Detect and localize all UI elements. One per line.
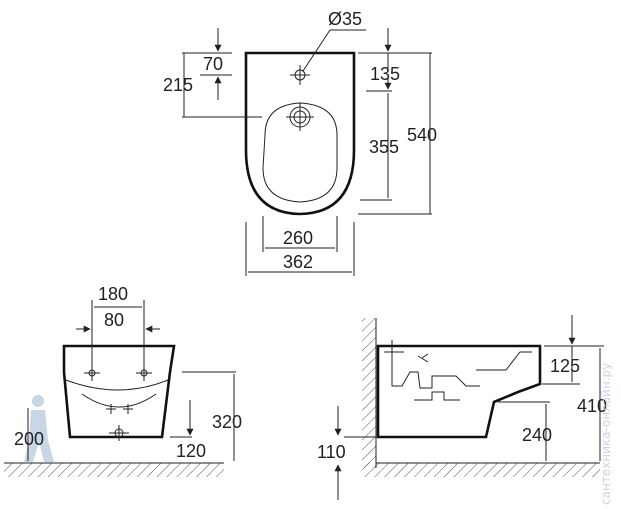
side-view-wall <box>362 318 376 468</box>
front-view-holes <box>84 365 152 441</box>
dim-side-top: 125 <box>550 356 580 376</box>
dim-front-height: 320 <box>212 412 242 432</box>
dim-right-top: 135 <box>370 64 400 84</box>
front-view-floor <box>4 463 224 477</box>
dim-right-total: 540 <box>407 125 437 145</box>
person-icon <box>24 395 54 462</box>
dim-person-height: 200 <box>14 429 44 449</box>
dim-left-outer: 215 <box>163 75 193 95</box>
dim-hole-diameter: Ø35 <box>328 9 362 29</box>
dim-front-top-outer: 180 <box>98 284 128 304</box>
dim-left-inner: 70 <box>203 54 223 74</box>
side-view: 110 125 410 240 <box>317 315 607 500</box>
top-view: Ø35 70 215 135 355 540 260 362 <box>163 9 437 276</box>
dim-right-mid: 355 <box>369 137 399 157</box>
dim-side-floor-offset: 110 <box>317 442 346 462</box>
top-view-inner-bowl <box>262 102 338 203</box>
front-view: 180 80 320 120 200 <box>4 284 242 477</box>
side-view-outline <box>376 344 542 439</box>
side-view-floor <box>362 463 600 477</box>
top-view-outline <box>244 51 356 216</box>
dim-outer-width: 362 <box>283 252 313 272</box>
watermark: сантехника-онлайн.ру <box>599 363 613 505</box>
front-view-outline <box>62 344 176 439</box>
dim-side-total: 410 <box>577 396 607 416</box>
dim-side-bottom: 240 <box>522 425 552 445</box>
dim-front-top-inner: 80 <box>104 310 124 330</box>
dim-front-bottom: 120 <box>176 441 206 461</box>
dim-inner-width: 260 <box>283 228 313 248</box>
